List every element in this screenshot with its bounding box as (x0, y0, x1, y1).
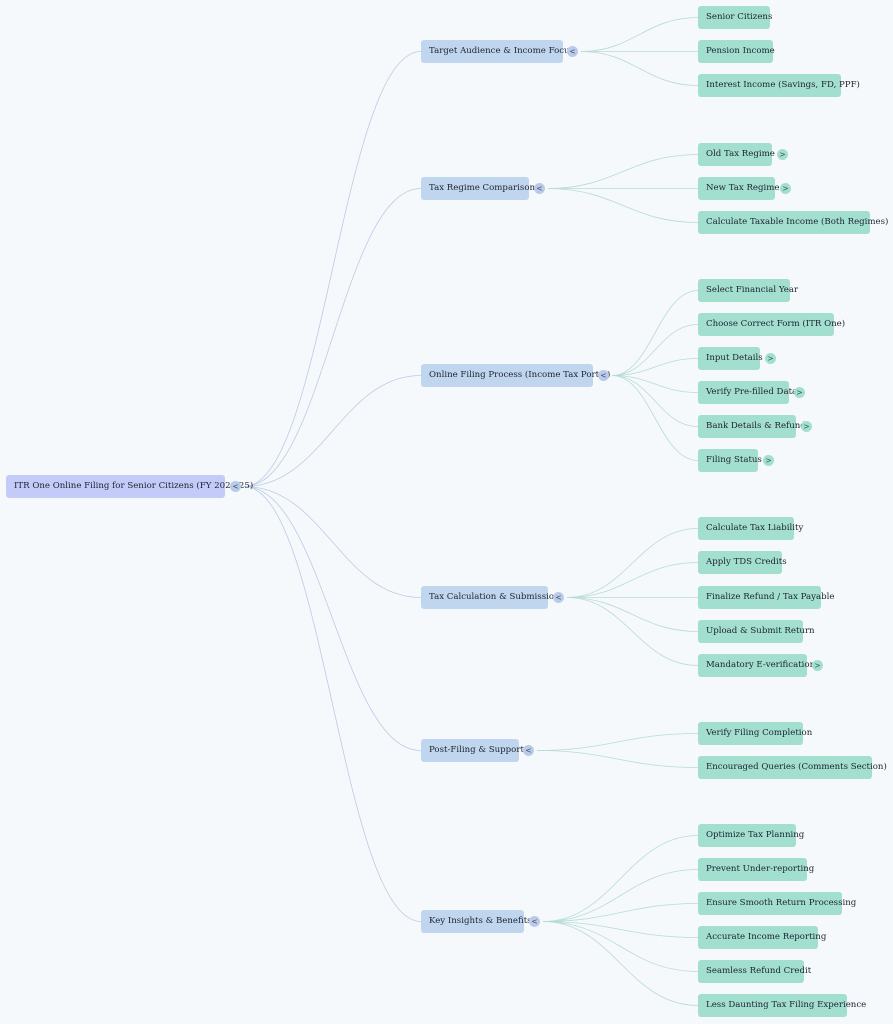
branch-collapse-toggle[interactable]: < (534, 183, 545, 194)
leaf-node[interactable]: Verify Filing Completion (698, 722, 812, 745)
branch-to-leaf-connector (542, 869, 699, 922)
leaf-node[interactable]: Interest Income (Savings, FD, PPF) (698, 74, 860, 97)
leaf-node[interactable]: Accurate Income Reporting (698, 926, 826, 949)
branch-to-leaf-connector (611, 290, 699, 376)
leaf-node[interactable]: Senior Citizens (698, 6, 772, 29)
leaf-expand-toggle[interactable]: > (780, 183, 791, 194)
leaf-node[interactable]: Finalize Refund / Tax Payable (698, 586, 834, 609)
leaf-node[interactable]: Mandatory E-verification (698, 654, 815, 677)
leaf-expand-toggle[interactable]: > (765, 353, 776, 364)
leaf-node[interactable]: Apply TDS Credits (698, 551, 787, 574)
leaf-node[interactable]: New Tax Regime (698, 177, 780, 200)
branch-node[interactable]: Tax Calculation & Submission (421, 586, 560, 609)
leaf-node[interactable]: Select Financial Year (698, 279, 798, 302)
root-to-branch-connector (243, 486, 422, 598)
branch-node[interactable]: Post-Filing & Support (421, 739, 524, 762)
branch-collapse-toggle[interactable]: < (567, 46, 578, 57)
leaf-node[interactable]: Prevent Under-reporting (698, 858, 814, 881)
branch-to-leaf-connector (566, 562, 699, 598)
leaf-node[interactable]: Seamless Refund Credit (698, 960, 811, 983)
leaf-node[interactable]: Less Daunting Tax Filing Experience (698, 994, 866, 1017)
branch-to-leaf-connector (580, 51, 699, 86)
leaf-node[interactable]: Calculate Taxable Income (Both Regimes) (698, 211, 888, 234)
branch-to-leaf-connector (611, 375, 699, 427)
leaf-node[interactable]: Pension Income (698, 40, 775, 63)
branch-to-leaf-connector (542, 903, 699, 922)
root-to-branch-connector (243, 486, 422, 922)
leaf-expand-toggle[interactable]: > (763, 455, 774, 466)
branch-to-leaf-connector (566, 597, 699, 632)
leaf-node[interactable]: Calculate Tax Liability (698, 517, 803, 540)
root-to-branch-connector (243, 375, 422, 487)
leaf-expand-toggle[interactable]: > (801, 421, 812, 432)
root-node[interactable]: ITR One Online Filing for Senior Citizen… (6, 475, 253, 498)
root-collapse-toggle[interactable]: < (230, 481, 241, 492)
branch-to-leaf-connector (542, 921, 699, 972)
branch-node[interactable]: Online Filing Process (Income Tax Portal… (421, 364, 610, 387)
leaf-node[interactable]: Verify Pre-filled Data (698, 381, 797, 404)
branch-to-leaf-connector (611, 324, 699, 376)
branch-collapse-toggle[interactable]: < (529, 916, 540, 927)
branch-to-leaf-connector (611, 375, 699, 393)
leaf-expand-toggle[interactable]: > (812, 660, 823, 671)
leaf-node[interactable]: Filing Status (698, 449, 762, 472)
leaf-expand-toggle[interactable]: > (794, 387, 805, 398)
branch-collapse-toggle[interactable]: < (523, 745, 534, 756)
leaf-expand-toggle[interactable]: > (777, 149, 788, 160)
branch-node[interactable]: Target Audience & Income Focus (421, 40, 574, 63)
branch-to-leaf-connector (547, 154, 699, 189)
leaf-node[interactable]: Upload & Submit Return (698, 620, 815, 643)
root-to-branch-connector (243, 486, 422, 751)
branch-collapse-toggle[interactable]: < (553, 592, 564, 603)
branch-to-leaf-connector (542, 921, 699, 1006)
branch-node[interactable]: Key Insights & Benefits (421, 910, 532, 933)
branch-to-leaf-connector (566, 597, 699, 666)
leaf-node[interactable]: Choose Correct Form (ITR One) (698, 313, 845, 336)
leaf-node[interactable]: Old Tax Regime (698, 143, 775, 166)
branch-node[interactable]: Tax Regime Comparison (421, 177, 535, 200)
branch-to-leaf-connector (547, 188, 699, 223)
branch-to-leaf-connector (611, 358, 699, 376)
branch-to-leaf-connector (542, 835, 699, 922)
leaf-node[interactable]: Input Details (698, 347, 763, 370)
leaf-node[interactable]: Bank Details & Refund (698, 415, 806, 438)
branch-to-leaf-connector (536, 733, 699, 751)
branch-collapse-toggle[interactable]: < (598, 370, 609, 381)
leaf-node[interactable]: Optimize Tax Planning (698, 824, 804, 847)
branch-to-leaf-connector (542, 921, 699, 938)
branch-to-leaf-connector (536, 750, 699, 768)
leaf-node[interactable]: Encouraged Queries (Comments Section) (698, 756, 887, 779)
leaf-node[interactable]: Ensure Smooth Return Processing (698, 892, 856, 915)
branch-to-leaf-connector (580, 17, 699, 52)
root-to-branch-connector (243, 51, 422, 487)
branch-to-leaf-connector (611, 375, 699, 461)
root-to-branch-connector (243, 188, 422, 487)
branch-to-leaf-connector (566, 528, 699, 598)
